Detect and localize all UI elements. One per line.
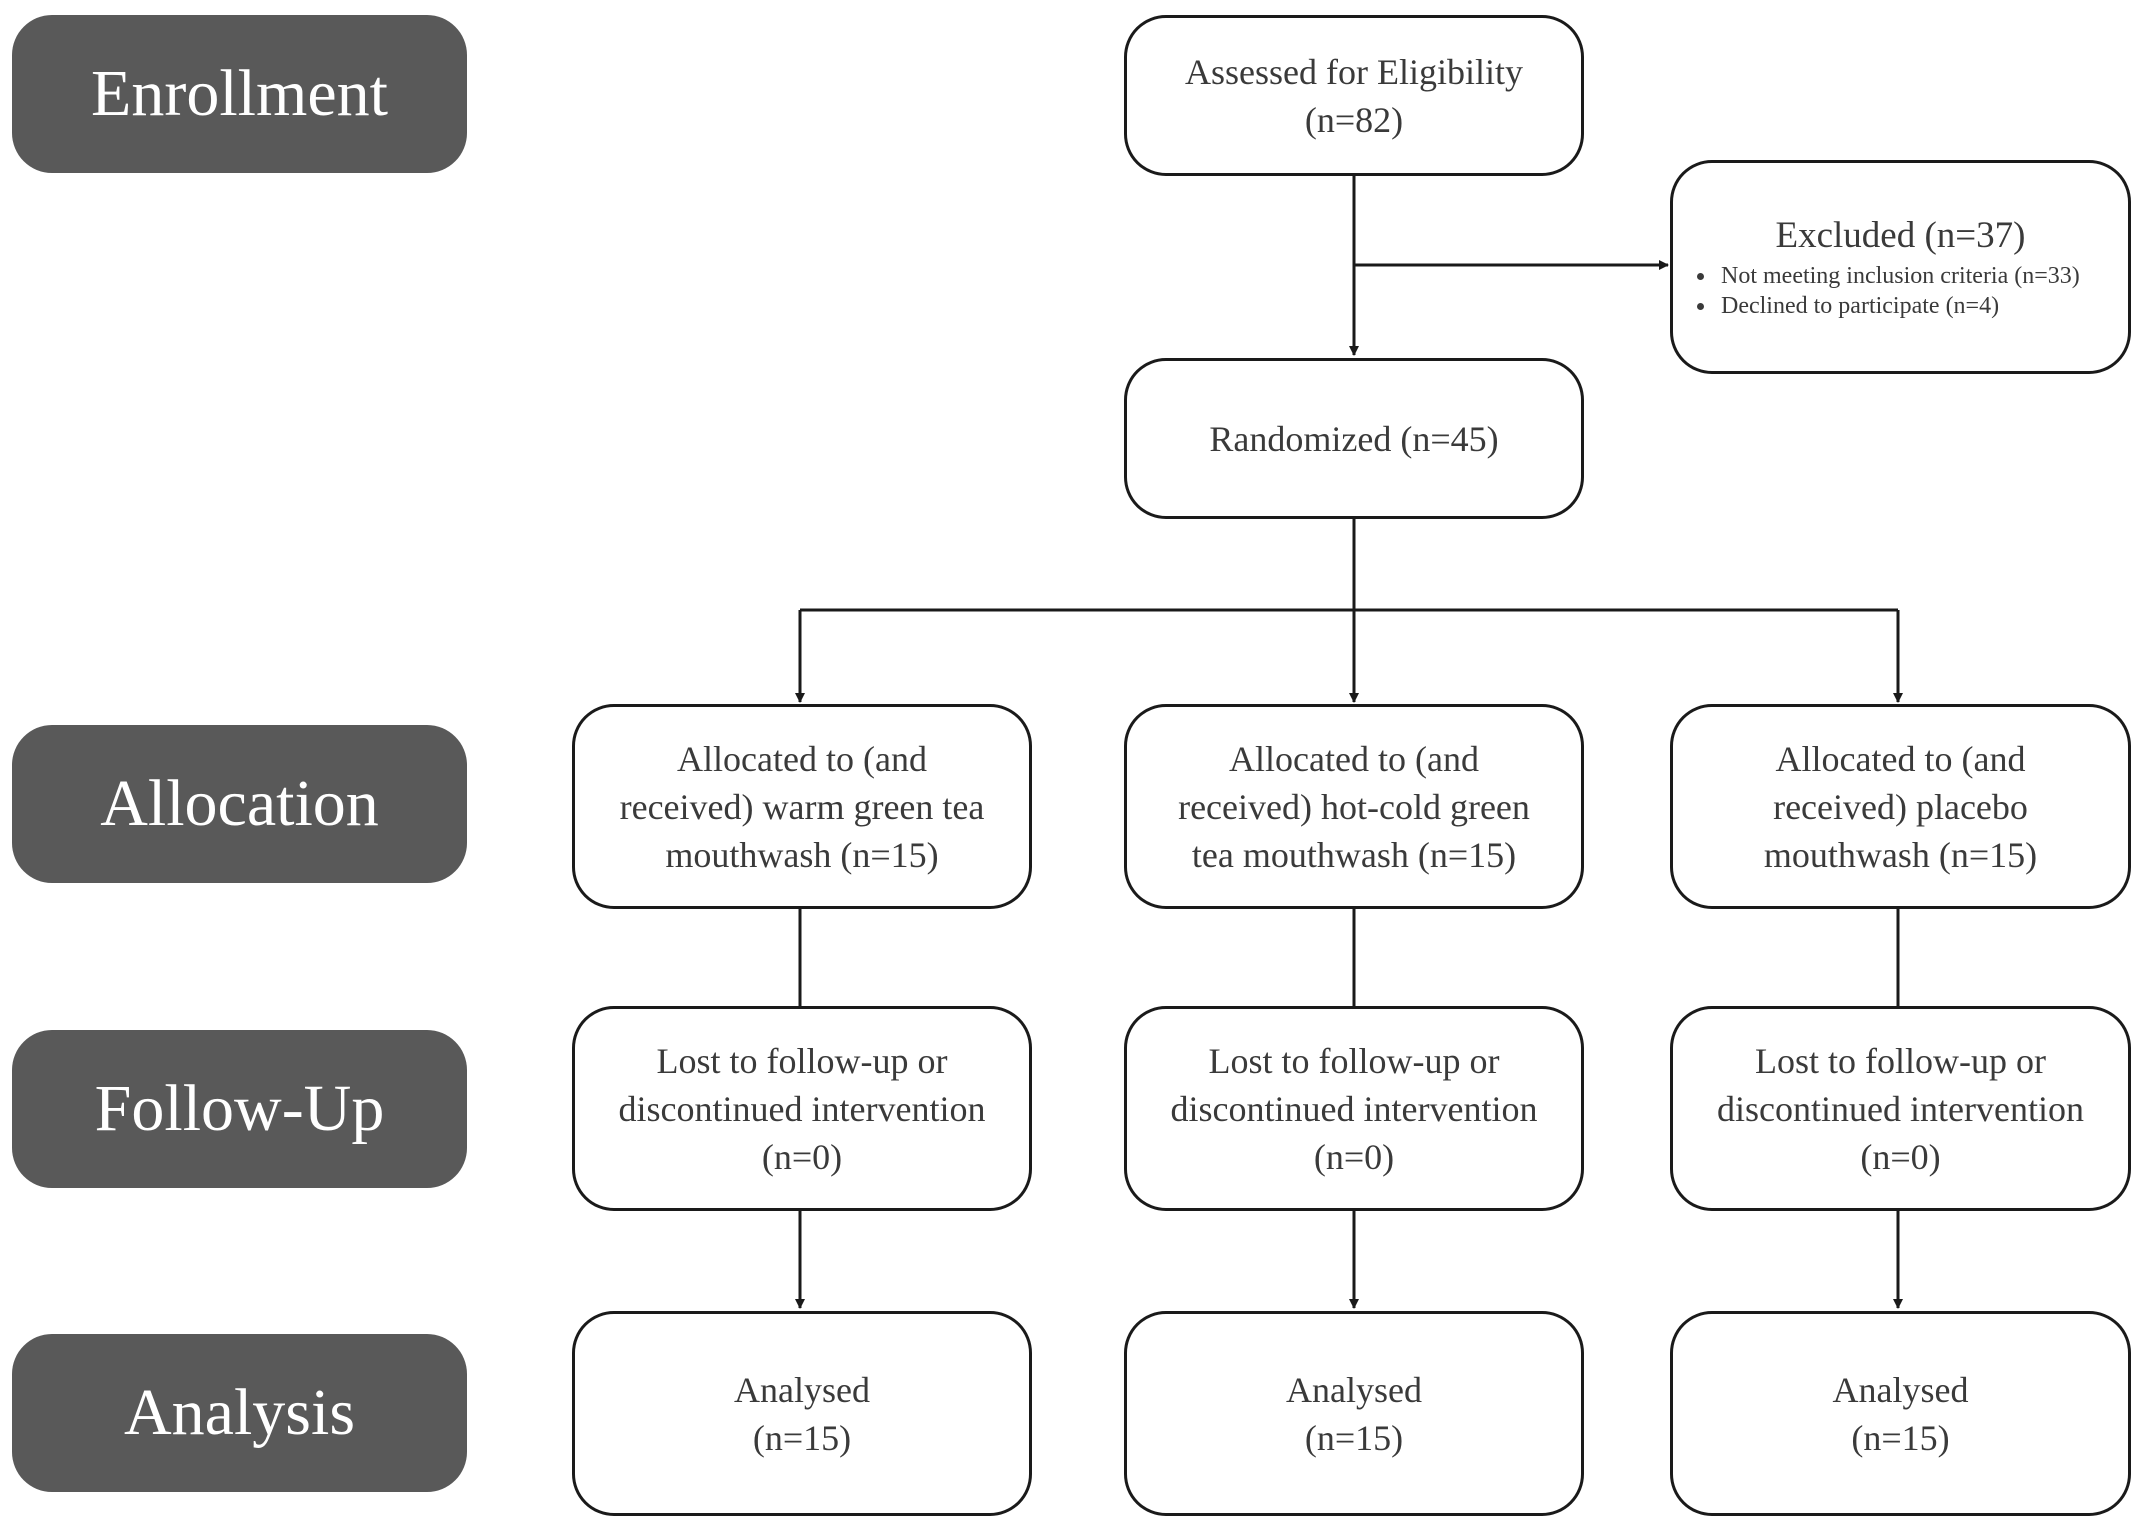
box-analysis-arm2: Analysed (n=15) [1124,1311,1584,1516]
stage-label-followup: Follow-Up [12,1030,467,1188]
box-followup-arm3: Lost to follow-up or discontinued interv… [1670,1006,2131,1211]
stage-label-text: Follow-Up [94,1072,385,1145]
box-assessed: Assessed for Eligibility (n=82) [1124,15,1584,176]
box-followup-arm1: Lost to follow-up or discontinued interv… [572,1006,1032,1211]
excluded-reason: Declined to participate (n=4) [1717,291,2080,321]
allocated-text: Allocated to (and received) hot-cold gre… [1178,738,1530,875]
stage-label-text: Enrollment [91,57,388,130]
box-analysis-arm3: Analysed (n=15) [1670,1311,2131,1516]
excluded-reason: Not meeting inclusion criteria (n=33) [1717,261,2080,291]
followup-text: Lost to follow-up or discontinued interv… [618,1040,986,1177]
analysis-text: Analysed (n=15) [1286,1369,1422,1458]
allocated-text: Allocated to (and received) warm green t… [619,738,985,875]
stage-label-text: Allocation [100,767,379,840]
followup-text: Lost to follow-up or discontinued interv… [1170,1040,1538,1177]
randomized-label: Randomized (n=45) [1209,418,1499,459]
assessed-line2: (n=82) [1304,99,1404,140]
box-allocated-arm1: Allocated to (and received) warm green t… [572,704,1032,909]
excluded-reasons-list: Not meeting inclusion criteria (n=33) De… [1689,261,2080,321]
stage-label-enrollment: Enrollment [12,15,467,173]
box-analysis-arm1: Analysed (n=15) [572,1311,1032,1516]
stage-label-allocation: Allocation [12,725,467,883]
box-excluded: Excluded (n=37) Not meeting inclusion cr… [1670,160,2131,374]
assessed-line1: Assessed for Eligibility [1185,51,1523,92]
analysis-text: Analysed (n=15) [1832,1369,1969,1458]
box-allocated-arm3: Allocated to (and received) placebo mout… [1670,704,2131,909]
analysis-text: Analysed (n=15) [734,1369,870,1458]
stage-label-analysis: Analysis [12,1334,467,1492]
excluded-title: Excluded (n=37) [1775,215,2026,256]
box-allocated-arm2: Allocated to (and received) hot-cold gre… [1124,704,1584,909]
box-randomized: Randomized (n=45) [1124,358,1584,519]
stage-label-text: Analysis [124,1376,355,1449]
allocated-text: Allocated to (and received) placebo mout… [1763,738,2038,875]
followup-text: Lost to follow-up or discontinued interv… [1717,1040,2084,1177]
box-followup-arm2: Lost to follow-up or discontinued interv… [1124,1006,1584,1211]
